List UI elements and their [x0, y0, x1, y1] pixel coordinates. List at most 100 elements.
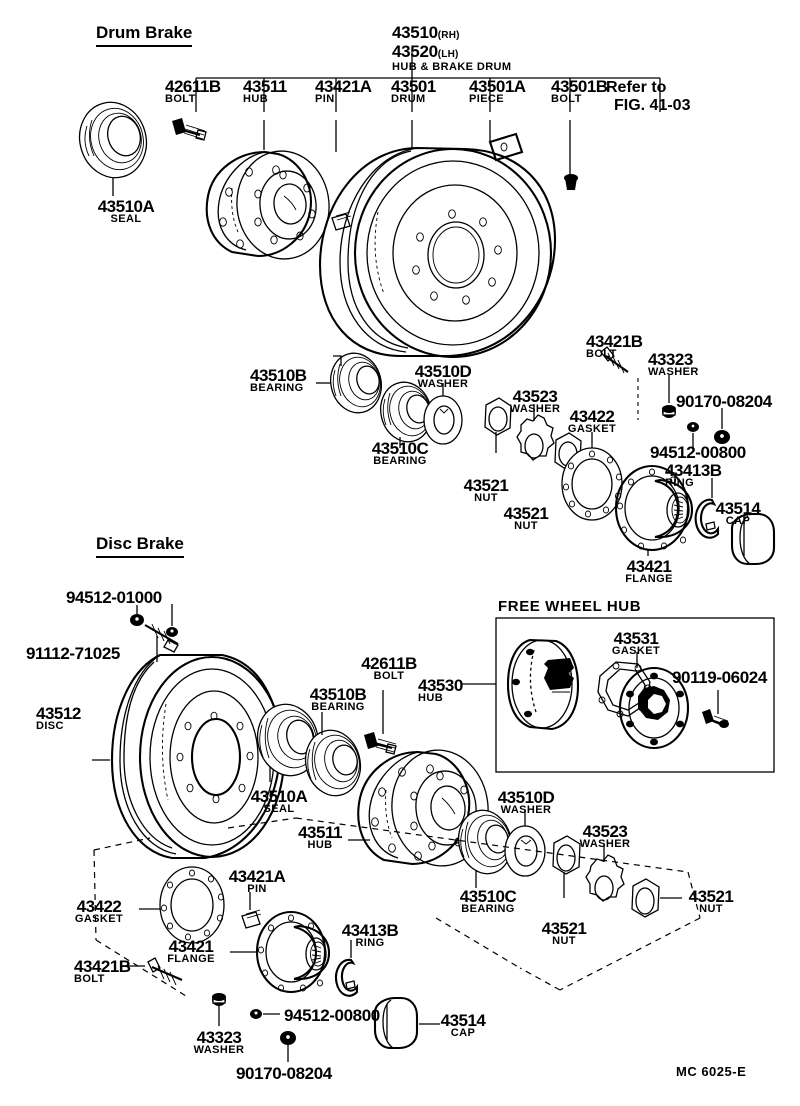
assembly-number-lh: 43520 — [392, 41, 438, 61]
part-number: 43510C — [459, 887, 517, 906]
part-number: 43512 — [36, 704, 81, 723]
part-43523-washer-disc — [585, 844, 625, 902]
label-43421a-pin-drum: 43421A PIN — [315, 78, 372, 105]
part-43510a-seal-drum — [78, 101, 148, 196]
label-43421b-bolt-drum: 43421B BOLT — [586, 333, 643, 360]
label-43501b-bolt: 43501B BOLT — [551, 78, 608, 105]
part-number: 43510B — [250, 366, 307, 385]
part-number: 43510C — [371, 439, 429, 458]
assembly-header-hub-and-brake-drum: 43510(RH) 43520(LH) HUB & BRAKE DRUM — [392, 24, 511, 73]
part-number: 43323 — [196, 1028, 242, 1047]
part-number: 43510B — [309, 685, 367, 704]
part-name: RING — [665, 477, 695, 489]
label-42611b-bolt-disc: 42611B BOLT — [354, 655, 424, 682]
part-43510c-bearing-disc — [457, 809, 513, 888]
part-name: PIN — [247, 883, 267, 895]
part-43511-hub-drum — [205, 150, 330, 260]
part-number: 43421B — [586, 332, 643, 351]
part-name: GASKET — [611, 645, 661, 657]
label-43510b-bearing-disc: 43510B BEARING — [296, 686, 380, 713]
part-name: BOLT — [74, 973, 105, 985]
part-43422-gasket-drum — [561, 432, 623, 521]
refer-line-2: FIG. 41-03 — [614, 97, 691, 115]
part-name: PIECE — [469, 93, 505, 105]
part-number: 43521 — [463, 476, 509, 495]
label-43501a-piece: 43501A PIECE — [469, 78, 526, 105]
label-43511-hub-drum: 43511 HUB — [243, 78, 287, 105]
part-number: 43531 — [613, 629, 659, 648]
label-43510d-washer-drum: 43510D WASHER — [402, 363, 484, 390]
diagram-footer-code: MC 6025-E — [676, 1064, 747, 1079]
part-number: 43530 — [418, 676, 463, 695]
part-number: 43422 — [76, 897, 122, 916]
part-number: 43514 — [440, 1011, 486, 1030]
label-43501-drum: 43501 DRUM — [391, 78, 436, 105]
part-name: BOLT — [586, 348, 617, 360]
part-43530-free-wheel-hub-body — [506, 638, 580, 731]
label-43421-flange-drum: 43421 FLANGE — [608, 558, 690, 585]
part-43512-disc — [92, 653, 286, 860]
part-number: 43510D — [414, 362, 472, 381]
part-name: WASHER — [500, 804, 552, 816]
part-43514-cap-disc — [373, 996, 440, 1050]
label-90170-08204-drum: 90170-08204 — [676, 392, 772, 411]
part-name: NUT — [699, 903, 723, 915]
part-number: 43523 — [512, 387, 558, 406]
assembly-description: HUB & BRAKE DRUM — [392, 60, 512, 73]
part-name: FLANGE — [625, 573, 673, 585]
part-number: 43421A — [228, 867, 286, 886]
part-43421a-pin-disc — [241, 892, 262, 929]
label-43510c-bearing-drum: 43510C BEARING — [358, 440, 442, 467]
part-43510b-bearing-drum — [316, 352, 382, 414]
label-90119-06024-fwh: 90119-06024 — [672, 668, 767, 687]
label-43323-washer-disc: 43323 WASHER — [178, 1029, 260, 1056]
part-name: WASHER — [193, 1044, 245, 1056]
part-90170-08204-drum — [714, 408, 730, 444]
assembly-side-rh: (RH) — [437, 30, 460, 41]
part-43511-hub-disc — [348, 749, 489, 867]
refer-line-1: Refer to — [606, 79, 667, 96]
label-43530-hub-free-wheel: 43530 HUB — [418, 677, 463, 704]
label-43521-nut-disc-2: 43521 NUT — [681, 888, 741, 915]
part-name: RING — [355, 937, 385, 949]
part-number: 43521 — [688, 887, 734, 906]
label-43421a-pin-disc: 43421A PIN — [216, 868, 298, 895]
part-number: 43510A — [250, 787, 308, 806]
label-43413b-ring-disc: 43413B RING — [330, 922, 410, 949]
part-43521-nut-disc-2 — [631, 878, 682, 918]
label-91112-71025-disc: 91112-71025 — [26, 644, 120, 663]
part-number: 43422 — [569, 407, 615, 426]
part-43510d-washer-disc — [504, 810, 546, 877]
part-number: 43511 — [298, 823, 342, 842]
part-42611b-bolt-drum — [172, 118, 207, 141]
part-number: 43510D — [497, 788, 555, 807]
part-90170-08204-disc — [280, 1031, 296, 1062]
part-43531-gasket-fwh — [597, 652, 652, 718]
part-name: SEAL — [110, 213, 142, 225]
part-number: 43413B — [665, 461, 722, 480]
part-name: CAP — [450, 1027, 476, 1039]
part-number: 43514 — [715, 499, 761, 518]
part-number: 42611B — [361, 654, 417, 673]
label-43511-hub-disc: 43511 HUB — [290, 824, 350, 851]
part-name: BOLT — [373, 670, 405, 682]
part-43323-washer-drum — [662, 375, 676, 418]
section-title-drum-brake: Drum Brake — [96, 23, 193, 47]
assembly-number-rh: 43510 — [392, 23, 438, 42]
label-43421b-bolt-disc: 43421B BOLT — [74, 958, 131, 985]
part-name: HUB — [418, 692, 444, 704]
part-number: 43511 — [243, 77, 287, 96]
part-43323-washer-disc — [212, 993, 226, 1026]
label-94512-01000-disc: 94512-01000 — [66, 588, 162, 607]
label-43512-disc: 43512 DISC — [36, 705, 81, 732]
part-name: WASHER — [648, 366, 699, 378]
part-43422-gasket-disc — [139, 866, 225, 944]
part-43421-flange-disc — [230, 910, 331, 994]
part-number: 43421B — [74, 957, 131, 976]
label-43523-washer-drum: 43523 WASHER — [494, 388, 576, 415]
part-name: WASHER — [417, 378, 469, 390]
part-number: 43521 — [541, 919, 587, 938]
part-name: HUB — [307, 839, 333, 851]
label-43521-nut-drum-1: 43521 NUT — [455, 477, 517, 504]
label-43531-gasket-fwh: 43531 GASKET — [596, 630, 676, 657]
